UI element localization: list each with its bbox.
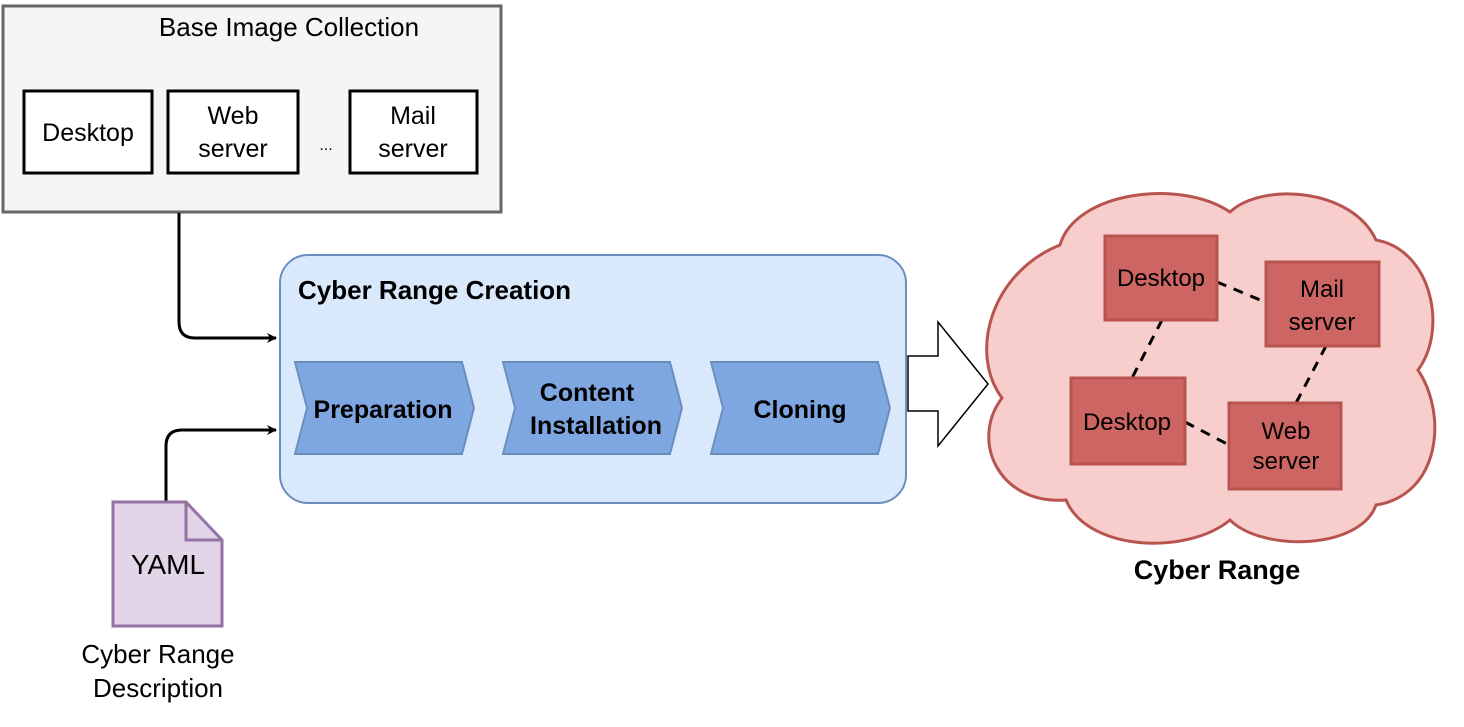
yaml-file-caption-2: Description — [93, 673, 223, 703]
step-content-installation: Content Installation — [501, 361, 684, 455]
yaml-file-icon — [111, 500, 224, 628]
range-node-web-server-label-2: server — [1253, 448, 1320, 475]
cyber-range-creation: Cyber Range Creation Preparation Content… — [279, 254, 907, 504]
step-preparation-label: Preparation — [314, 396, 453, 424]
connector-yaml-to-creation — [164, 425, 277, 502]
base-image-desktop-label: Desktop — [42, 119, 134, 147]
yaml-file-label: YAML — [131, 549, 205, 580]
base-image-mail-server-label-2: server — [378, 135, 447, 163]
base-image-web-server-label-2: server — [198, 135, 267, 163]
cyber-range-label: Cyber Range — [1134, 555, 1301, 585]
base-image-web-server-label: Web — [208, 102, 259, 130]
step-preparation: Preparation — [293, 361, 476, 455]
cyber-range: Desktop Mail server Desktop Web server C… — [985, 192, 1437, 585]
range-node-mail-server-label: Mail — [1300, 276, 1344, 303]
range-node-mail-server: Mail server — [1264, 260, 1381, 348]
range-node-desktop-2: Desktop — [1069, 376, 1187, 466]
base-image-mail-server: Mail server — [348, 89, 479, 175]
base-image-collection-title: Base Image Collection — [159, 12, 419, 42]
step-cloning-label: Cloning — [753, 396, 846, 424]
base-image-web-server: Web server — [166, 89, 300, 175]
base-image-ellipsis: ... — [319, 137, 332, 154]
range-node-desktop-1: Desktop — [1103, 234, 1219, 322]
yaml-file: YAML Cyber Range Description — [81, 500, 235, 703]
base-image-collection: Base Image Collection Desktop Web server… — [1, 4, 503, 214]
step-content-installation-label: Content — [540, 379, 635, 407]
range-node-desktop-2-label: Desktop — [1083, 409, 1171, 436]
step-content-installation-label-2: Installation — [530, 412, 662, 440]
step-cloning: Cloning — [709, 361, 892, 455]
range-node-desktop-1-label: Desktop — [1117, 265, 1205, 292]
base-image-desktop: Desktop — [22, 89, 154, 175]
range-node-web-server-label: Web — [1262, 418, 1311, 445]
range-node-web-server: Web server — [1227, 401, 1343, 491]
cyber-range-links — [1130, 280, 1328, 447]
range-node-mail-server-label-2: server — [1289, 309, 1356, 336]
connector-collection-to-creation — [177, 213, 277, 343]
yaml-file-caption: Cyber Range — [81, 639, 234, 669]
cyber-range-creation-title: Cyber Range Creation — [298, 275, 571, 305]
base-image-mail-server-label: Mail — [390, 102, 436, 130]
output-arrow — [907, 319, 989, 449]
